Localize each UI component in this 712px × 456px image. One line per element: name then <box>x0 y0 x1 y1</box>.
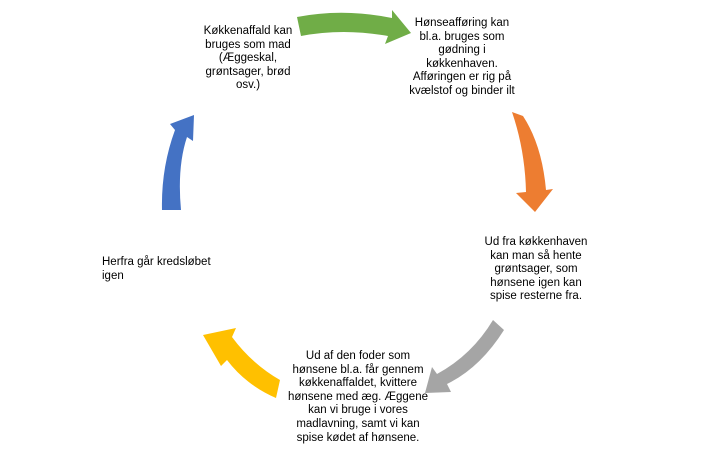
arrow-gray <box>425 320 504 393</box>
arrow-orange <box>512 112 553 212</box>
node-chicken-manure: Hønseafføring kan bl.a. bruges som gødni… <box>409 17 515 97</box>
node-cycle-restart: Herfra går kredsløbet igen <box>102 256 211 282</box>
node-eggs-and-meat: Ud af den foder som hønsene bl.a. får ge… <box>287 350 428 444</box>
arrow-yellow <box>203 328 280 398</box>
node-kitchen-garden: Ud fra køkkenhaven kan man så hente grøn… <box>484 236 588 303</box>
node-kitchen-waste: Køkkenaffald kan bruges som mad (Æggeska… <box>203 25 293 92</box>
arrow-green <box>297 10 411 44</box>
arrow-blue <box>161 115 194 210</box>
